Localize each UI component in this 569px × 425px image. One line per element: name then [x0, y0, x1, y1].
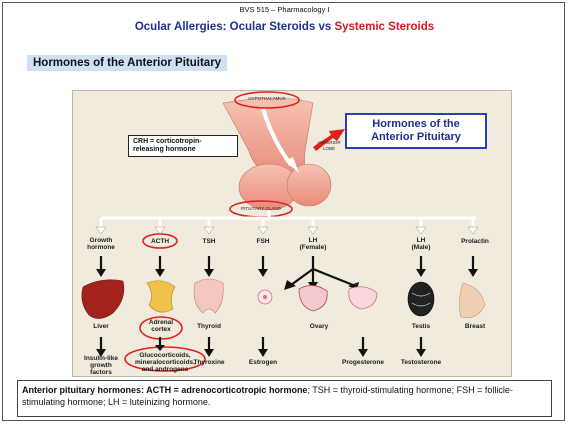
product-igf-line3: factors [90, 369, 112, 376]
liver-shape [81, 279, 125, 319]
anterior-lobe-label-line1: ANTERIOR [317, 140, 341, 145]
product-igf-line1: Insulin-like [84, 355, 118, 362]
hormone-lh-male: LH(Male) [401, 237, 441, 251]
title-part-2: Systemic Steroids [334, 21, 435, 33]
target-ovary: Ovary [309, 323, 329, 330]
hormone-fsh: FSH [256, 238, 270, 245]
pituitary-gland-label: PITUITARY GLAND [241, 206, 281, 211]
thyroid-shape [193, 278, 224, 314]
footnote-bold: Anterior pituitary hormones: ACTH = adre… [22, 385, 308, 395]
product-testosterone: Testosterone [400, 359, 442, 366]
slide-frame [2, 2, 565, 421]
hormone-lh-male-line1: LH [416, 237, 426, 244]
adrenal-shape [146, 280, 176, 313]
footnote-box: Anterior pituitary hormones: ACTH = adre… [17, 380, 552, 417]
hormone-lh-male-line2: (Male) [411, 244, 431, 251]
distribution-tree [99, 210, 476, 228]
section-heading: Hormones of the Anterior Pituitary [27, 55, 228, 71]
hormone-arrows [99, 256, 475, 351]
target-testis: Testis [411, 323, 431, 330]
hormone-growth-line1: Growth [89, 237, 113, 244]
target-thyroid: Thyroid [197, 323, 221, 330]
corpus-luteum-shape [348, 286, 378, 310]
hormone-lh-female-line2: (Female) [299, 244, 327, 251]
hormone-lh-female: LH(Female) [291, 237, 335, 251]
hypothalamus-label: HYPOTHALAMUS [248, 96, 286, 101]
product-glucocorticoids: Glucocorticoids,mineralocorticoids,and a… [128, 352, 202, 373]
glucocorticoid-ring [124, 346, 206, 372]
callout-line-1: Hormones of the [372, 118, 460, 130]
slide-title: Ocular Allergies: Ocular Steroids vs Sys… [0, 21, 569, 33]
target-adrenal-line2: cortex [151, 326, 171, 333]
title-part-1: Ocular Allergies: Ocular Steroids vs [134, 21, 335, 33]
ovary-uterus-shape [298, 285, 328, 312]
crh-box: CRH = corticotropin- releasing hormone [128, 135, 238, 157]
pituitary-figure: HYPOTHALAMUS ANTERIOR LOBE PITUITARY GLA… [72, 90, 512, 377]
callout-box: Hormones of the Anterior Pituitary [345, 113, 487, 149]
hormone-acth: ACTH [150, 238, 170, 245]
callout-red-arrow [313, 129, 345, 151]
hormone-lh-female-line1: LH [308, 237, 318, 244]
hormone-growth-line2: hormone [87, 244, 115, 251]
product-gluco-line1: Glucocorticoids, [139, 352, 191, 359]
pituitary-diagram-art [81, 91, 486, 372]
hormone-tsh: TSH [202, 238, 216, 245]
breast-shape [459, 282, 486, 319]
testis-shape [407, 281, 435, 317]
hormone-prolactin: Prolactin [461, 238, 489, 245]
product-gluco-line3: and androgens [141, 366, 189, 373]
anterior-lobe-label-line2: LOBE [322, 146, 335, 151]
posterior-lobe-shape [286, 163, 332, 207]
target-liver: Liver [93, 323, 109, 330]
product-thyroxine: Thyroxine [193, 359, 225, 366]
product-progesterone: Progesterone [342, 359, 384, 366]
product-gluco-line2: mineralocorticoids, [135, 359, 195, 366]
target-adrenal-line1: Adrenal [148, 319, 174, 326]
crh-line-1: CRH = corticotropin- [133, 138, 202, 145]
product-estrogen: Estrogen [248, 359, 278, 366]
course-header: BVS 515 – Pharmacology I [239, 5, 330, 14]
hypothalamus-ring [234, 91, 300, 109]
product-igf-line2: growth [90, 362, 112, 369]
crh-line-2: releasing hormone [133, 146, 196, 153]
footnote-rest: ; TSH = thyroid-stimulating hormone; FSH… [22, 385, 513, 407]
target-breast: Breast [464, 323, 486, 330]
callout-line-2: Anterior Pituitary [371, 131, 461, 143]
